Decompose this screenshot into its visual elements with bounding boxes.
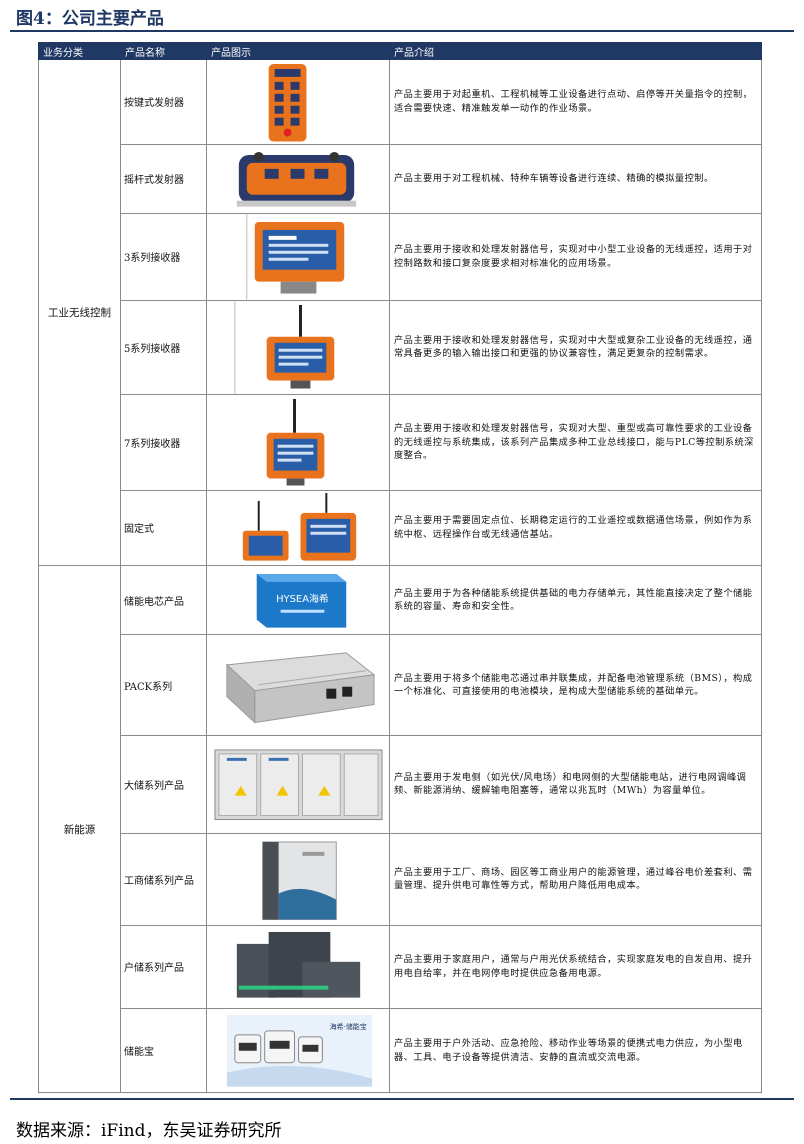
product-desc-cell: 产品主要用于工厂、商场、园区等工商业用户的能源管理，通过峰谷电价差套利、需量管理… <box>389 832 762 927</box>
table-row: 摇杆式发射器 产品主要用于对工程机械、特种车辆等设备进行连续、精确的模拟量控制。 <box>39 143 762 215</box>
series5-receiver-image <box>206 299 390 396</box>
table-row: 新能源 储能电芯产品 HYSEA海希 产品主要用于为各种储能系统提供基础的电力存… <box>38 565 762 1094</box>
table-row: 户储系列产品 产品主要用于家庭用户，通常与户用光伏系统结合，实现家庭发电的自发自… <box>39 925 762 1009</box>
table-header-row: 业务分类 产品名称 产品图示 产品介绍 <box>38 42 762 60</box>
header-product-image: 产品图示 <box>206 42 390 60</box>
table-row: 储能宝 海希·储能宝 产品主要用于户外活动、应急抢险、移动作业等场景的便携式电力… <box>39 1007 762 1094</box>
product-name-cell: 户储系列产品 <box>120 925 207 1009</box>
category-cell: 工业无线控制 <box>38 58 121 567</box>
product-desc-cell: 产品主要用于接收和处理发射器信号，实现对中小型工业设备的无线遥控，适用于对控制路… <box>389 213 762 301</box>
product-desc-cell: 产品主要用于接收和处理发射器信号，实现对大型、重型或高可靠性要求的工业设备的无线… <box>389 394 762 491</box>
header-product-desc: 产品介绍 <box>389 42 762 60</box>
product-desc-cell: 产品主要用于对起重机、工程机械等工业设备进行点动、启停等开关量指令的控制，适合需… <box>389 59 762 145</box>
table-row: PACK系列 产品主要用于将多个储能电芯通过串并联集成，并配备电池管理系统（BM… <box>39 633 762 737</box>
header-category: 业务分类 <box>38 42 121 60</box>
joystick-transmitter-image <box>206 143 390 215</box>
table-row: 固定式 产品主要用于需要固定点位、长期稳定运行的工业遥控或数据通信场景，例如作为… <box>39 489 762 567</box>
table-row: 大储系列产品 产品主要用于发电侧（如光伏/风电场）和电网侧的大型储能电站，进行电… <box>39 735 762 834</box>
product-desc-cell: 产品主要用于对工程机械、特种车辆等设备进行连续、精确的模拟量控制。 <box>389 143 762 215</box>
table-row: 工商储系列产品 产品主要用于工厂、商场、园区等工商业用户的能源管理，通过峰谷电价… <box>39 832 762 927</box>
product-desc-cell: 产品主要用于接收和处理发射器信号，实现对中大型或复杂工业设备的无线遥控，通常具备… <box>389 299 762 396</box>
large-storage-image <box>206 735 390 834</box>
product-name-cell: PACK系列 <box>120 633 207 737</box>
portable-brand-label: 海希·储能宝 <box>330 1022 367 1031</box>
ci-storage-image <box>206 832 390 927</box>
product-desc-cell: 产品主要用于为各种储能系统提供基础的电力存储单元，其性能直接决定了整个储能系统的… <box>389 565 762 635</box>
product-name-cell: 大储系列产品 <box>120 735 207 834</box>
product-name-cell: 5系列接收器 <box>120 299 207 396</box>
home-storage-image <box>206 925 390 1009</box>
button-transmitter-image <box>206 59 390 145</box>
product-name-cell: 摇杆式发射器 <box>120 143 207 215</box>
fixed-unit-image <box>206 489 390 567</box>
table-row: 5系列接收器 产品主要用于接收和处理发射器信号，实现对中大型或复杂工业设备的无线… <box>39 299 762 396</box>
product-name-cell: 工商储系列产品 <box>120 832 207 927</box>
top-rule <box>10 30 794 32</box>
category-cell: 新能源 <box>38 565 121 1094</box>
figure-title: 图4：公司主要产品 <box>16 9 164 29</box>
product-name-cell: 按键式发射器 <box>120 59 207 145</box>
product-desc-cell: 产品主要用于家庭用户，通常与户用光伏系统结合，实现家庭发电的自发自用、提升用电自… <box>389 925 762 1009</box>
table-row: 7系列接收器 产品主要用于接收和处理发射器信号，实现对大型、重型或高可靠性要求的… <box>39 394 762 491</box>
product-desc-cell: 产品主要用于需要固定点位、长期稳定运行的工业遥控或数据通信场景，例如作为系统中枢… <box>389 489 762 567</box>
table-row: 工业无线控制 按键式发射器 产品主要用于对起重机、工程机械等工业设备进行点动、启… <box>38 58 762 567</box>
product-desc-cell: 产品主要用于户外活动、应急抢险、移动作业等场景的便携式电力供应，为小型电器、工具… <box>389 1007 762 1094</box>
product-name-cell: 3系列接收器 <box>120 213 207 301</box>
product-desc-cell: 产品主要用于发电侧（如光伏/风电场）和电网侧的大型储能电站，进行电网调峰调频、新… <box>389 735 762 834</box>
product-table: 业务分类 产品名称 产品图示 产品介绍 工业无线控制 按键式发射器 <box>38 42 762 1094</box>
table-row: 3系列接收器 产品主要用于接收和处理发射器信号，实现对中小型工业设备的无线遥控，… <box>39 213 762 301</box>
series3-receiver-image <box>206 213 390 301</box>
pack-module-image <box>206 633 390 737</box>
battery-cell-image: HYSEA海希 <box>206 565 390 635</box>
product-name-cell: 储能电芯产品 <box>120 565 207 635</box>
product-name-cell: 储能宝 <box>120 1007 207 1094</box>
header-product-name: 产品名称 <box>120 42 207 60</box>
portable-power-image: 海希·储能宝 <box>206 1007 390 1094</box>
source-note: 数据来源：iFind，东吴证券研究所 <box>16 1121 282 1141</box>
series7-receiver-image <box>206 394 390 491</box>
battery-brand-label: HYSEA海希 <box>276 592 329 605</box>
bottom-rule <box>10 1098 794 1100</box>
product-name-cell: 7系列接收器 <box>120 394 207 491</box>
product-name-cell: 固定式 <box>120 489 207 567</box>
product-desc-cell: 产品主要用于将多个储能电芯通过串并联集成，并配备电池管理系统（BMS），构成一个… <box>389 633 762 737</box>
